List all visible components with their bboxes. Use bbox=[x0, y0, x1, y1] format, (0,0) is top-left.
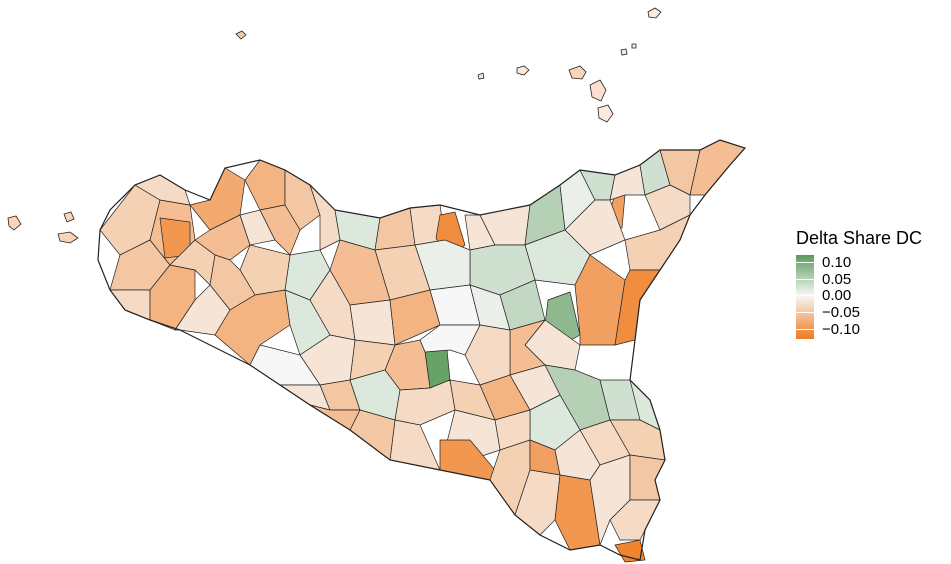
legend-tick-mark bbox=[796, 312, 814, 314]
legend-tick-mark bbox=[796, 328, 814, 330]
island-lipari bbox=[589, 79, 607, 102]
legend-tick-mark bbox=[796, 278, 814, 280]
island-basiluzzo bbox=[631, 43, 637, 49]
municipality-region bbox=[644, 184, 691, 231]
municipality-region bbox=[614, 539, 646, 563]
legend-tick-label: 0.10 bbox=[822, 253, 852, 271]
legend-tick-mark bbox=[796, 261, 814, 263]
municipality-region bbox=[689, 139, 746, 196]
island-marettimo bbox=[7, 215, 22, 231]
legend-title: Delta Share DC bbox=[796, 228, 923, 248]
municipality-region bbox=[109, 289, 151, 321]
legend-tick-label: 0.05 bbox=[822, 270, 852, 288]
legend-colorbar bbox=[796, 255, 814, 339]
island-vulcano bbox=[597, 104, 614, 123]
island-ustica bbox=[235, 30, 247, 40]
island-alicudi bbox=[477, 72, 485, 80]
island-favignana bbox=[57, 231, 79, 244]
legend-tick-mark bbox=[796, 295, 814, 297]
municipality-region bbox=[629, 454, 666, 501]
municipality-region bbox=[349, 299, 396, 346]
island-panarea bbox=[620, 48, 628, 56]
island-levanzo bbox=[63, 211, 75, 223]
municipality-region bbox=[214, 289, 291, 366]
island-filicudi bbox=[516, 65, 530, 76]
municipality-regions bbox=[99, 139, 746, 563]
minor-islands bbox=[7, 7, 662, 244]
island-salina bbox=[568, 65, 587, 80]
municipality-region bbox=[389, 419, 441, 471]
legend-tick-label: −0.05 bbox=[822, 304, 860, 322]
municipality-region bbox=[374, 207, 416, 251]
island-stromboli bbox=[647, 7, 662, 19]
legend-tick-label: 0.00 bbox=[822, 287, 852, 305]
legend-tick-label: −0.10 bbox=[822, 320, 860, 338]
municipality-region bbox=[259, 204, 301, 256]
sicily-coastline bbox=[97, 139, 747, 561]
